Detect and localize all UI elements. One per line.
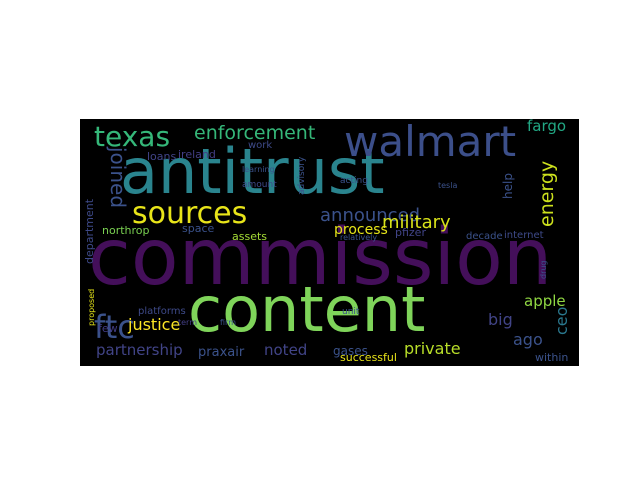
word-tesla: tesla xyxy=(438,181,458,190)
word-big: big xyxy=(488,310,513,329)
word-firm: firm xyxy=(220,318,236,327)
word-drug: drug xyxy=(539,260,548,279)
word-department: department xyxy=(83,198,96,264)
word-space: space xyxy=(182,222,215,235)
word-enforcement: enforcement xyxy=(194,122,316,144)
word-learning: learning xyxy=(242,165,275,174)
word-apple: apple xyxy=(524,292,566,310)
word-private: private xyxy=(404,339,461,358)
word-cloud: commission antitrust content walmart tex… xyxy=(80,119,579,366)
word-acting: acting xyxy=(340,176,368,186)
word-successful: successful xyxy=(340,351,397,364)
word-sources: sources xyxy=(132,196,248,231)
word-ago: ago xyxy=(513,330,543,349)
word-military: military xyxy=(382,212,451,233)
word-proposed: proposed xyxy=(87,288,96,326)
word-justice: justice xyxy=(128,315,181,334)
word-unit: unit xyxy=(342,307,360,317)
word-decade: decade xyxy=(466,231,503,242)
word-relatively: relatively xyxy=(340,233,378,242)
word-announced: announced xyxy=(320,205,421,226)
word-work: work xyxy=(248,140,273,151)
word-loans: loans xyxy=(147,150,177,163)
word-ceo: ceo xyxy=(552,306,571,335)
word-walmart: walmart xyxy=(344,119,517,166)
word-platforms: platforms xyxy=(138,306,186,317)
word-northrop: northrop xyxy=(102,224,150,237)
word-fargo: fargo xyxy=(527,119,567,135)
word-ftc: ftc xyxy=(94,308,135,346)
word-texas: texas xyxy=(94,120,171,153)
word-energy: energy xyxy=(536,160,558,227)
word-commission: commission xyxy=(88,213,553,303)
word-help: help xyxy=(501,173,515,199)
word-praxair: praxair xyxy=(198,345,245,360)
word-gases: gases xyxy=(333,344,368,358)
word-term: term xyxy=(178,318,197,327)
word-joined: joined xyxy=(106,147,130,209)
word-content: content xyxy=(188,273,426,346)
word-pfizer: pfizer xyxy=(395,226,426,239)
word-amount: amount xyxy=(242,180,277,190)
word-partnership: partnership xyxy=(96,341,183,359)
word-process: process xyxy=(334,222,388,238)
word-internet: internet xyxy=(504,230,544,241)
word-few: few xyxy=(98,322,118,335)
word-antitrust: antitrust xyxy=(120,135,385,208)
word-ireland: ireland xyxy=(178,148,216,161)
word-assets: assets xyxy=(232,230,268,243)
word-within: within xyxy=(535,351,569,364)
word-advisory: advisory xyxy=(297,156,307,195)
word-noted: noted xyxy=(264,341,308,359)
